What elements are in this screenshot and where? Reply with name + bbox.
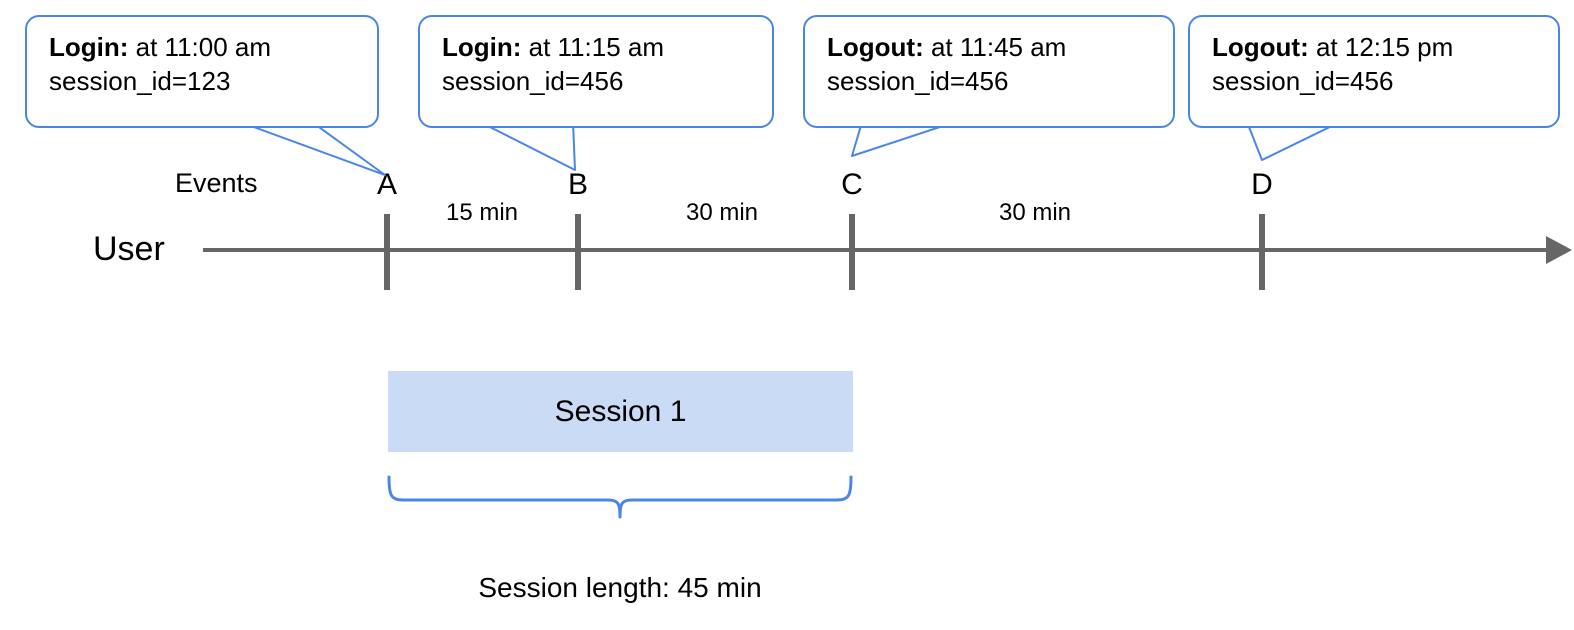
callout-a[interactable]: Login: at 11:00 am session_id=123 [25, 15, 379, 128]
callout-b-time: at 11:15 am [521, 32, 665, 62]
session-brace [387, 475, 853, 519]
callout-a-line1: Login: at 11:00 am [49, 31, 361, 65]
session-bar[interactable]: Session 1 [388, 371, 853, 452]
callout-c[interactable]: Logout: at 11:45 am session_id=456 [803, 15, 1175, 128]
callout-c-event: Logout: [827, 32, 924, 62]
timeline-arrowhead [1546, 236, 1572, 264]
event-letter-b: B [567, 168, 589, 201]
session-bar-label: Session 1 [554, 394, 687, 428]
callout-d[interactable]: Logout: at 12:15 pm session_id=456 [1188, 15, 1560, 128]
callout-d-line2: session_id=456 [1212, 65, 1394, 96]
session-length-label: Session length: 45 min [478, 572, 762, 603]
callout-a-line2: session_id=123 [49, 65, 231, 96]
callout-c-line2: session_id=456 [827, 65, 1009, 96]
callout-c-line1: Logout: at 11:45 am [827, 31, 1157, 65]
user-lane-label: User [93, 230, 165, 268]
callout-tail-b [479, 121, 576, 171]
callout-b-event: Login: [442, 32, 522, 62]
event-letter-a: A [376, 168, 398, 201]
callout-b[interactable]: Login: at 11:15 am session_id=456 [418, 15, 774, 128]
callout-b-line2: session_id=456 [442, 65, 624, 96]
callout-a-time: at 11:00 am [128, 32, 272, 62]
interval-label-cd: 30 min [998, 199, 1072, 226]
interval-label-bc: 30 min [685, 199, 759, 226]
callout-d-line1: Logout: at 12:15 pm [1212, 31, 1542, 65]
callout-tail-a [239, 121, 386, 176]
callout-a-event: Login: [49, 32, 129, 62]
event-letter-d: D [1251, 168, 1273, 201]
callout-b-line1: Login: at 11:15 am [442, 31, 756, 65]
events-row-label: Events [175, 168, 258, 198]
callout-d-time: at 12:15 pm [1308, 32, 1454, 62]
event-letter-c: C [841, 168, 863, 201]
callout-d-event: Logout: [1212, 32, 1309, 62]
interval-label-ab: 15 min [445, 199, 519, 226]
callout-c-time: at 11:45 am [923, 32, 1067, 62]
